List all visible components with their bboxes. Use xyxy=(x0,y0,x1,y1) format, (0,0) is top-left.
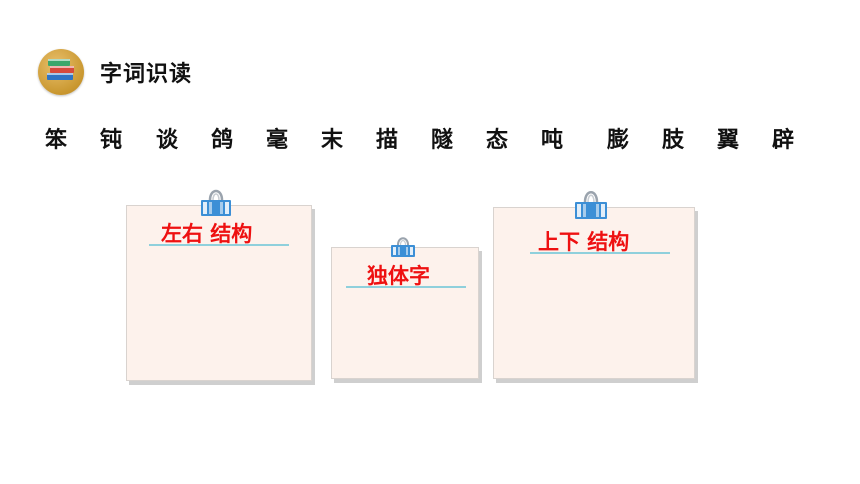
character-item: 钝 xyxy=(100,128,123,153)
character-item: 末 xyxy=(321,128,344,153)
binder-clip-icon xyxy=(573,187,609,225)
binder-clip-icon xyxy=(199,186,233,222)
section-header: 字词识读 xyxy=(38,46,192,98)
character-item: 辟 xyxy=(772,128,795,153)
character-item: 膨 xyxy=(607,128,630,153)
binder-clip-icon xyxy=(389,234,417,262)
character-item: 毫 xyxy=(266,128,289,153)
note-underline xyxy=(346,286,466,288)
section-title: 字词识读 xyxy=(100,62,193,87)
character-item: 谈 xyxy=(156,128,179,153)
character-item: 笨 xyxy=(45,128,68,153)
character-item: 肢 xyxy=(662,128,685,153)
character-item: 态 xyxy=(486,128,509,153)
note-label: 独体字 xyxy=(367,264,430,288)
note-left-right-structure: 左右 结构 xyxy=(126,205,312,381)
character-item: 鸽 xyxy=(211,128,234,153)
character-item: 隧 xyxy=(431,128,454,153)
books-icon xyxy=(38,49,84,95)
note-top-bottom-structure: 上下 结构 xyxy=(493,207,695,379)
character-item: 描 xyxy=(376,128,399,153)
character-item: 吨 xyxy=(541,128,564,153)
note-single-component-character: 独体字 xyxy=(331,247,479,379)
note-label: 上下 结构 xyxy=(538,230,630,254)
note-label: 左右 结构 xyxy=(161,222,253,246)
character-list: 笨 钝 谈 鸽 毫 末 描 隧 态 吨 膨 肢 翼 辟 xyxy=(45,122,794,154)
character-item: 翼 xyxy=(717,128,740,153)
note-underline xyxy=(149,244,289,246)
note-underline xyxy=(530,252,670,254)
